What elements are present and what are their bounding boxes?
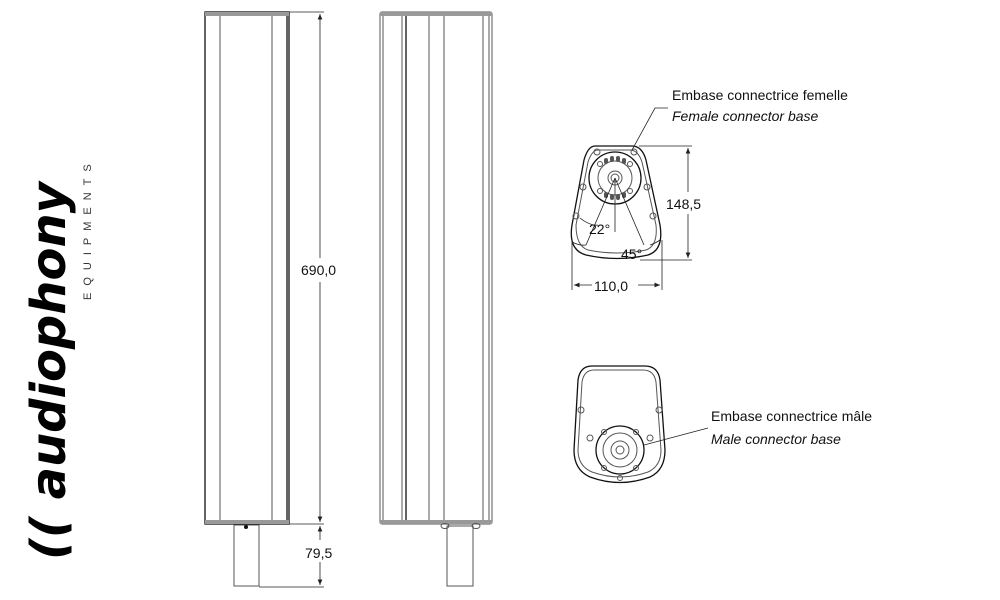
height-dimension [259, 11, 340, 588]
female-label-fr: Embase connectrice femelle [672, 87, 848, 103]
connector-height-label: 148,5 [666, 196, 701, 212]
male-label-fr: Embase connectrice mâle [711, 408, 872, 424]
column-side-view [379, 11, 493, 587]
female-connector-view [570, 107, 692, 290]
pole-height-label: 79,5 [305, 545, 332, 561]
male-label-en: Male connector base [711, 431, 841, 447]
angle-small-label: 22° [589, 221, 610, 237]
column-front-view [204, 11, 290, 587]
connector-width-label: 110,0 [594, 278, 628, 294]
height-label: 690,0 [301, 262, 336, 278]
female-label-en: Female connector base [672, 108, 819, 124]
male-connector-view [573, 365, 709, 484]
angle-large-label: 45° [621, 246, 642, 262]
